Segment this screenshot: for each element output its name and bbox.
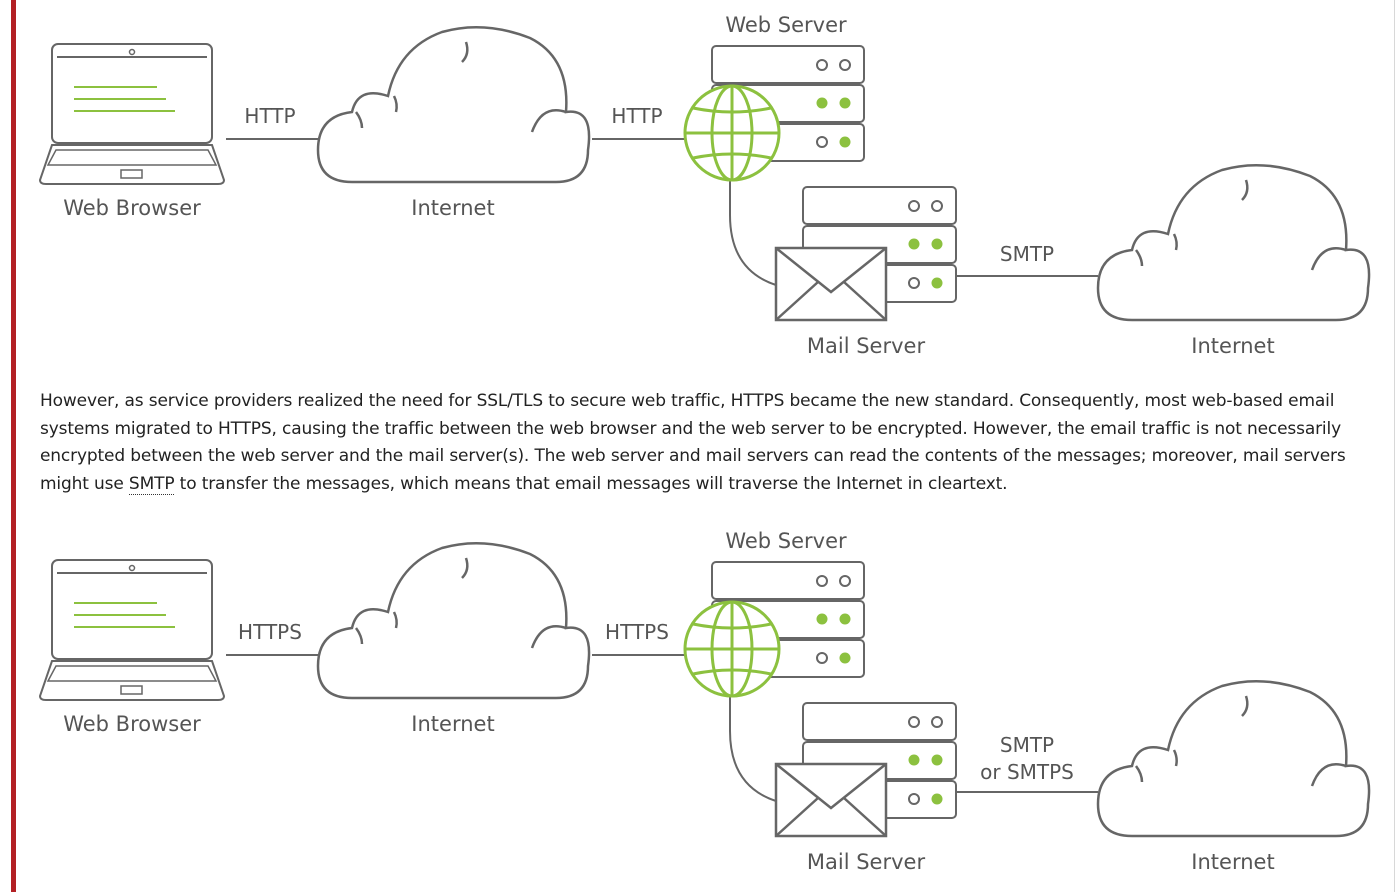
- protocol-label-mail-internet-line2: or SMTPS: [980, 760, 1074, 784]
- internet-cloud-icon-2: [1096, 163, 1371, 322]
- protocol-label-browser-internet: HTTP: [244, 104, 295, 128]
- protocol-label-internet-webserver: HTTPS: [605, 620, 669, 644]
- globe-icon: [683, 600, 781, 698]
- envelope-icon: [774, 762, 888, 838]
- internet-label: Internet: [411, 196, 494, 220]
- internet-label-2: Internet: [1191, 334, 1274, 358]
- diagram-http: Web Browser Internet HTTP HTTP Web Serve…: [0, 0, 1400, 360]
- internet-label-2: Internet: [1191, 850, 1274, 874]
- laptop-icon: [38, 43, 226, 185]
- browser-label: Web Browser: [63, 196, 201, 220]
- explanation-paragraph: However, as service providers realized t…: [40, 388, 1380, 498]
- diagram-https-svg: Web Browser Internet HTTPS HTTPS Web Ser…: [38, 529, 1371, 874]
- internet-label: Internet: [411, 712, 494, 736]
- internet-cloud-icon: [316, 25, 591, 184]
- paragraph-text-before: However, as service providers realized t…: [40, 391, 1346, 494]
- webserver-label: Web Server: [725, 529, 847, 553]
- internet-cloud-icon-2: [1096, 679, 1371, 838]
- globe-icon: [683, 84, 781, 182]
- mailserver-label: Mail Server: [807, 334, 926, 358]
- webserver-label: Web Server: [725, 13, 847, 37]
- smtp-abbreviation[interactable]: SMTP: [128, 473, 175, 495]
- protocol-label-browser-internet: HTTPS: [238, 620, 302, 644]
- paragraph-text-after: to transfer the messages, which means th…: [174, 473, 1008, 494]
- diagram-http-svg: Web Browser Internet HTTP HTTP Web Serve…: [38, 13, 1371, 358]
- internet-cloud-icon: [316, 541, 591, 700]
- webserver-mailserver-link: [729, 696, 777, 802]
- left-border-rule: [11, 0, 16, 892]
- right-border-rule: [1394, 0, 1395, 892]
- envelope-icon: [774, 246, 888, 322]
- browser-label: Web Browser: [63, 712, 201, 736]
- mailserver-label: Mail Server: [807, 850, 926, 874]
- laptop-icon: [38, 559, 226, 701]
- diagram-https: Web Browser Internet HTTPS HTTPS Web Ser…: [0, 516, 1400, 876]
- protocol-label-mail-internet-line1: SMTP: [1000, 733, 1054, 757]
- webserver-mailserver-link: [729, 180, 777, 286]
- protocol-label-mail-internet: SMTP: [1000, 242, 1054, 266]
- protocol-label-internet-webserver: HTTP: [611, 104, 662, 128]
